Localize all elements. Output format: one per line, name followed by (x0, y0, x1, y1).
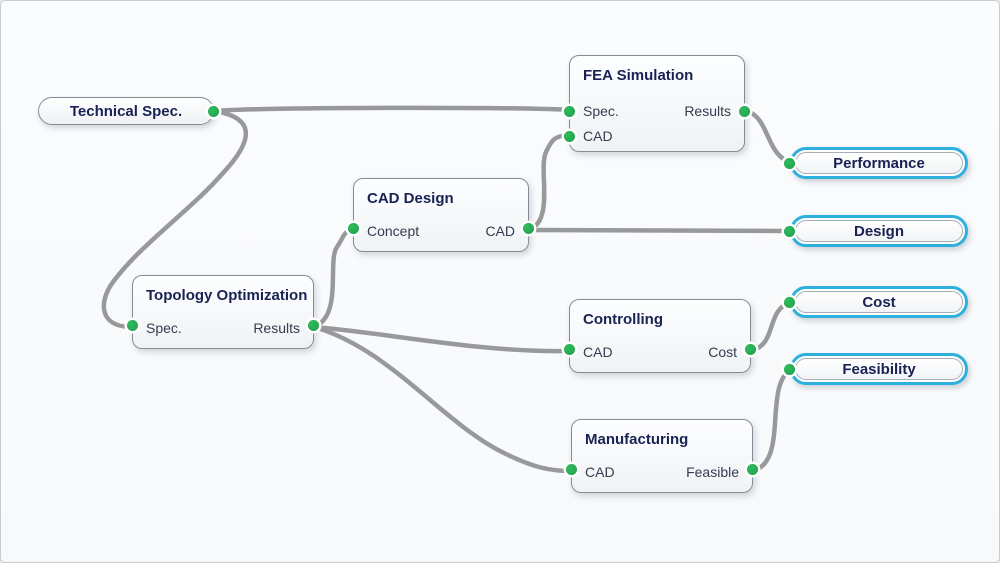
node-manufacturing[interactable]: Manufacturing CAD Feasible (566, 419, 758, 493)
node-design[interactable]: Design (784, 215, 968, 247)
node-topology-optimization[interactable]: Topology Optimization Spec. Results (127, 275, 319, 349)
output-port[interactable] (747, 464, 758, 475)
output-port[interactable] (739, 105, 750, 117)
input-port[interactable] (564, 130, 575, 142)
node-cad-design[interactable]: CAD Design Concept CAD (348, 178, 534, 252)
input-port-label: CAD (583, 344, 613, 360)
edge-topology-results-to-cadDesign-concept[interactable] (311, 227, 356, 330)
edge-controlling-cost-to-cost[interactable] (748, 299, 794, 354)
edge-cadDesign-cad-to-fea-cad[interactable] (526, 132, 572, 233)
node-cost[interactable]: Cost (784, 286, 968, 318)
node-feasibility[interactable]: Feasibility (784, 353, 968, 385)
node-title: Manufacturing (585, 431, 689, 448)
output-port-label: Cost (708, 344, 737, 360)
node-title: FEA Simulation (583, 67, 694, 84)
input-port-label: Spec. (146, 320, 182, 336)
edge-cadDesign-cad-to-design[interactable] (526, 227, 794, 234)
input-port[interactable] (784, 363, 795, 375)
output-port[interactable] (308, 320, 319, 331)
input-port-label: CAD (583, 128, 613, 144)
node-performance[interactable]: Performance (784, 147, 968, 179)
output-port-label: Results (253, 320, 300, 336)
input-port-label: Spec. (583, 103, 619, 119)
node-title: Controlling (583, 311, 663, 328)
input-port[interactable] (127, 320, 138, 331)
node-title: Feasibility (842, 360, 916, 378)
output-port-label: CAD (485, 223, 515, 239)
input-port[interactable] (784, 157, 795, 169)
node-title: Design (853, 222, 904, 240)
input-port[interactable] (784, 225, 795, 237)
edge-technical-spec-to-topology-spec[interactable] (101, 108, 248, 330)
input-port[interactable] (564, 105, 575, 117)
edge-fea-results-to-performance[interactable] (742, 107, 794, 166)
output-port-label: Results (684, 103, 731, 119)
node-technical-spec[interactable]: Technical Spec. (38, 97, 219, 125)
edge-topology-results-to-manufacturing-cad[interactable] (311, 324, 574, 474)
node-title: Technical Spec. (69, 102, 183, 120)
edge-manufacturing-feasible-to-feasibility[interactable] (750, 366, 794, 474)
node-controlling[interactable]: Controlling CAD Cost (564, 299, 756, 373)
input-port-label: CAD (585, 464, 615, 480)
node-title: Cost (862, 293, 896, 311)
node-fea-simulation[interactable]: FEA Simulation Spec. Results CAD (564, 55, 750, 152)
input-port[interactable] (566, 464, 577, 475)
output-port[interactable] (745, 344, 756, 355)
node-title: Performance (833, 154, 925, 172)
output-port[interactable] (523, 223, 534, 234)
input-port[interactable] (348, 223, 359, 234)
edge-topology-results-to-controlling-cad[interactable] (311, 324, 572, 354)
output-port-label: Feasible (686, 464, 739, 480)
output-port[interactable] (208, 105, 219, 117)
input-port-label: Concept (367, 223, 420, 239)
input-port[interactable] (784, 296, 795, 308)
node-title: Topology Optimization (146, 287, 308, 304)
edge-technical-spec-to-fea-spec[interactable] (211, 105, 572, 114)
node-title: CAD Design (367, 190, 454, 207)
input-port[interactable] (564, 344, 575, 355)
